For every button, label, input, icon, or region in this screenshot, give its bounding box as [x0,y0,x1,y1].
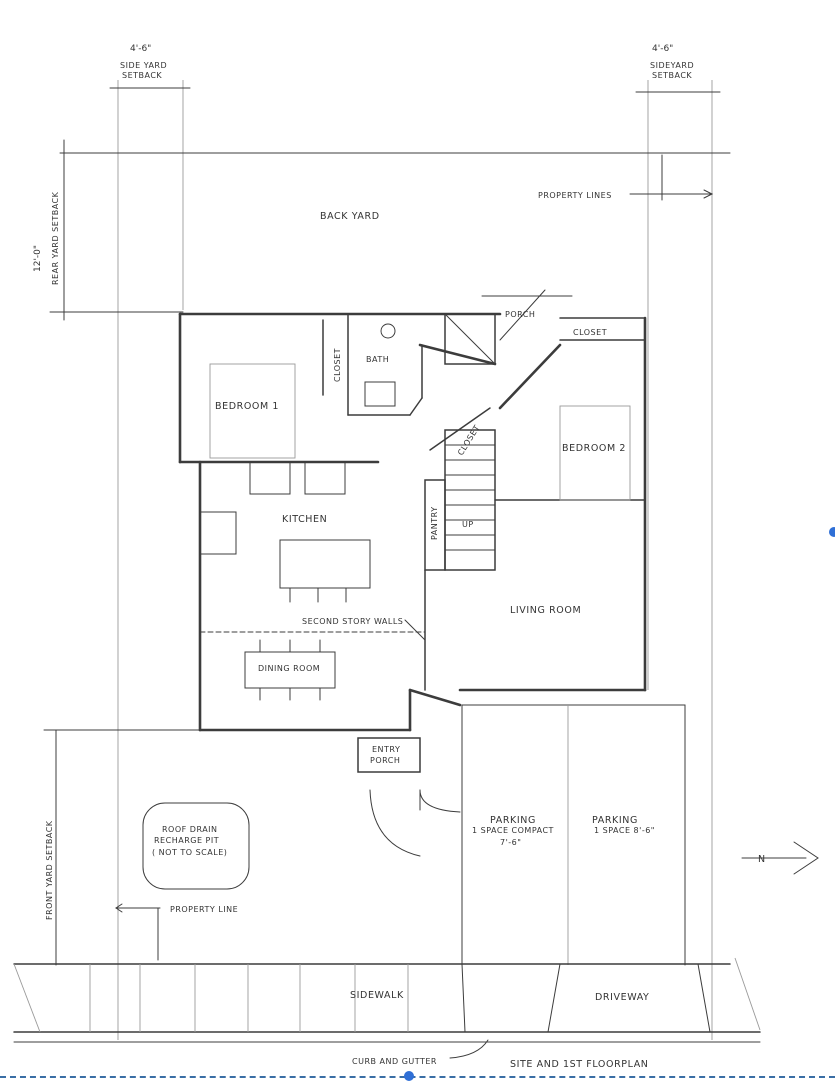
selection-handle-right[interactable] [829,527,835,537]
property-line-label: PROPERTY LINE [170,905,238,914]
selection-handle-bottom[interactable] [404,1071,414,1081]
closet-left-label: CLOSET [333,348,342,382]
roof-drain-pit [142,802,250,890]
closet-top-label: CLOSET [573,328,607,337]
house-walls [178,289,647,857]
parking-1-line1: PARKING [490,815,536,826]
selection-border [0,1076,835,1082]
sidewalk-label: SIDEWALK [350,990,404,1001]
property-lines-label: PROPERTY LINES [538,191,612,200]
parking-2-line1: PARKING [592,815,638,826]
dining-room-label: DINING ROOM [258,664,320,673]
curb-gutter-label: CURB AND GUTTER [352,1057,437,1066]
left-setback-dim: 4'-6" [130,44,151,54]
rear-setback-dim: 12'-0" [33,245,43,272]
rear-setback-label: REAR YARD SETBACK [51,191,60,285]
labels: 4'-6" SIDE YARD SETBACK 4'-6" SIDEYARD S… [33,44,766,1070]
entry-porch-line1: ENTRY [372,745,400,754]
porch-label: PORCH [505,310,535,319]
roof-drain-line1: ROOF DRAIN [162,825,218,834]
north-label: N [758,854,766,865]
driveway-label: DRIVEWAY [595,992,649,1003]
roof-drain-line2: RECHARGE PIT [154,836,219,845]
pantry-label: PANTRY [430,506,439,540]
right-setback-line1: SIDEYARD [650,61,694,70]
bedroom-1-label: BEDROOM 1 [215,401,279,412]
right-setback-line2: SETBACK [652,71,692,80]
right-setback-dim: 4'-6" [652,44,673,54]
front-setback-label: FRONT YARD SETBACK [45,820,54,920]
parking-area [461,704,686,966]
roof-drain-line3: ( NOT TO SCALE) [152,848,227,857]
north-arrow [741,841,819,875]
left-setback-line1: SIDE YARD [120,61,167,70]
back-yard-label: BACK YARD [320,211,380,222]
parking-1-line2: 1 SPACE COMPACT [472,826,554,835]
entry-porch-line2: PORCH [370,756,400,765]
sidewalk-strip [13,957,761,1059]
parking-1-line3: 7'-6" [500,838,521,847]
left-setback-line2: SETBACK [122,71,162,80]
bath-label: BATH [366,355,389,364]
sheet-title: SITE AND 1ST FLOORPLAN [510,1059,649,1070]
second-story-walls-label: SECOND STORY WALLS [302,617,403,626]
property-frame [43,80,731,1040]
kitchen-label: KITCHEN [282,514,327,525]
parking-2-line2: 1 SPACE 8'-6" [594,826,655,835]
living-room-label: LIVING ROOM [510,605,581,616]
stair-up-label: UP [462,520,474,529]
bedroom-2-label: BEDROOM 2 [562,443,626,454]
